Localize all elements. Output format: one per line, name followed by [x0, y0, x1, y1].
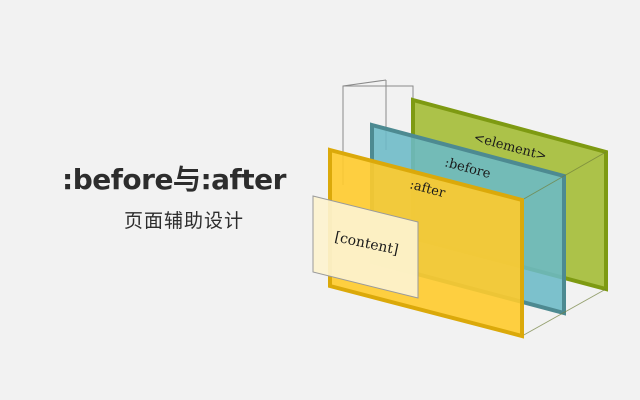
perspective-lines	[521, 151, 607, 337]
content-box	[312, 195, 419, 299]
page-title: :before与:after	[62, 163, 286, 196]
page-subtitle: 页面辅助设计	[124, 210, 245, 232]
